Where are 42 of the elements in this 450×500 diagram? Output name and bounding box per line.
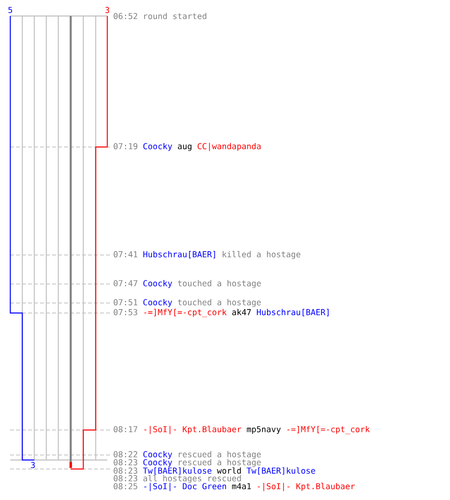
event-text: all hostages rescued [143, 474, 241, 484]
player-name: -|SoI|- Doc Green [144, 482, 226, 492]
event-time: 08:23 [114, 459, 138, 466]
event-time: 08:22 [114, 451, 138, 458]
event-text: touched a hostage [178, 299, 261, 307]
event-time: 06:52 [114, 12, 138, 20]
weapon-name: aug [178, 144, 192, 151]
player-name: CC|wandapanda [198, 142, 261, 152]
player-name: Hubschrau[BAER] [256, 308, 329, 316]
event-text: touched a hostage [178, 280, 261, 288]
player-name: Coocky [143, 459, 172, 467]
player-name: Coocky [143, 451, 172, 459]
event-text: round started [144, 12, 206, 20]
weapon-name: mp5navy [246, 426, 281, 434]
event-time: 08:23 [114, 468, 138, 474]
weapon-name: ak47 [232, 308, 251, 316]
player-name: -=]MfY[=-cpt_cork [144, 308, 227, 318]
team-count: 3 [105, 6, 110, 14]
event-time: 07:47 [114, 280, 138, 286]
event-text: rescued a hostage [178, 451, 261, 459]
weapon-name: m4a1 [232, 483, 251, 490]
event-time: 07:19 [114, 143, 138, 150]
event-time: 08:23 [114, 475, 138, 482]
player-name: Coocky [143, 142, 172, 151]
player-name: -|SoI|- Kpt.Blaubaer [258, 482, 355, 492]
event-text: killed a hostage [222, 250, 300, 260]
event-time: 07:41 [114, 251, 138, 258]
event-time: 08:25 [114, 483, 138, 490]
event-time: 07:53 [114, 309, 138, 316]
team-count: 5 [8, 6, 12, 14]
weapon-name: world [216, 467, 241, 474]
team-count: 3 [31, 462, 35, 468]
player-name: Tw[BAER]kulose [143, 467, 212, 475]
player-name: Coocky [143, 280, 172, 288]
player-name: -=]MfY[=-cpt_cork [287, 426, 370, 434]
event-time: 07:51 [114, 299, 138, 306]
player-name: Tw[BAER]kulose [246, 467, 316, 475]
player-name: Coocky [143, 299, 172, 307]
event-time: 08:17 [114, 426, 138, 432]
event-text: rescued a hostage [178, 459, 261, 467]
player-name: Hubschrau[BAER] [143, 251, 216, 258]
player-name: -|SoI|- Kpt.Blaubaer [144, 426, 242, 434]
